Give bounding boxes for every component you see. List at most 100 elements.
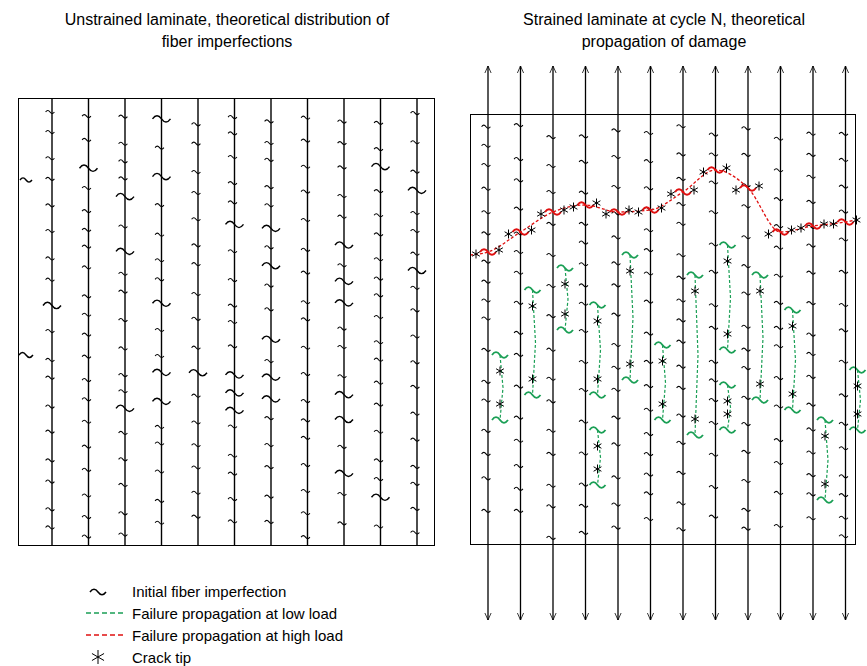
fiber-imperfection xyxy=(708,167,724,173)
fiber-imperfection xyxy=(228,454,237,457)
fiber-imperfection xyxy=(547,348,556,351)
fiber-imperfection xyxy=(411,286,420,289)
fiber xyxy=(51,98,52,546)
fiber-imperfection xyxy=(579,191,588,194)
fiber-imperfection xyxy=(579,135,588,138)
low-load-failure xyxy=(858,370,861,430)
fiber-imperfection xyxy=(374,315,383,318)
line-sample xyxy=(86,634,124,636)
fiber-imperfection xyxy=(46,204,55,207)
fiber-imperfection xyxy=(411,361,420,364)
crack-tip xyxy=(820,220,828,229)
fiber-imperfection xyxy=(807,244,816,247)
fiber-imperfection xyxy=(545,209,561,215)
fiber-imperfection xyxy=(228,116,237,119)
fiber-imperfection xyxy=(192,191,201,194)
low-load-failure xyxy=(598,430,601,485)
fiber-imperfection xyxy=(482,509,491,512)
fiber-imperfection xyxy=(155,328,164,331)
fiber-imperfection xyxy=(372,163,390,169)
crack-tip xyxy=(659,400,667,409)
fiber-imperfection xyxy=(228,155,237,158)
legend: Initial fiber imperfectionFailure propag… xyxy=(84,580,343,666)
fiber-imperfection xyxy=(482,163,491,166)
fiber-imperfection xyxy=(677,414,686,417)
low-load-failure xyxy=(663,345,666,420)
fiber-imperfection xyxy=(374,148,383,151)
crack-tip xyxy=(854,382,862,391)
fiber-imperfection xyxy=(265,417,274,420)
fiber-imperfection xyxy=(839,516,848,519)
fiber-imperfection xyxy=(839,158,848,161)
fiber-imperfection xyxy=(839,238,848,241)
fiber-imperfection xyxy=(372,494,390,500)
fiber-imperfection xyxy=(579,420,588,423)
fiber-imperfection xyxy=(301,218,310,221)
high-load-failure xyxy=(470,170,856,255)
fiber-imperfection xyxy=(644,300,653,303)
fiber-imperfection xyxy=(579,160,588,163)
fiber-imperfection xyxy=(644,131,653,134)
crack-tip xyxy=(788,226,796,235)
fiber-imperfection xyxy=(301,512,310,515)
fiber-imperfection xyxy=(265,495,274,498)
fiber-imperfection xyxy=(774,405,783,408)
fiber-imperfection xyxy=(374,478,383,481)
fiber-imperfection xyxy=(644,272,653,275)
crack-tip xyxy=(593,199,601,208)
fiber-imperfection xyxy=(742,348,751,351)
fiber-imperfection xyxy=(807,200,816,203)
fiber-imperfection xyxy=(720,382,736,388)
fiber-imperfection xyxy=(155,259,164,262)
fiber-imperfection xyxy=(153,369,171,375)
fiber-imperfection xyxy=(482,211,491,214)
fiber-imperfection xyxy=(335,470,353,476)
crack-tip xyxy=(691,287,699,296)
fiber-imperfection xyxy=(643,207,659,213)
fiber-imperfection xyxy=(82,295,91,298)
fiber-imperfection xyxy=(228,498,237,501)
load-arrow xyxy=(747,66,748,620)
fiber-imperfection xyxy=(155,204,164,207)
fiber-imperfection xyxy=(720,242,736,248)
fiber-imperfection xyxy=(119,177,128,180)
fiber-imperfection xyxy=(408,187,426,193)
fiber-imperfection xyxy=(262,336,280,342)
fiber-imperfection xyxy=(46,508,55,511)
fiber-imperfection xyxy=(119,290,128,293)
fiber-imperfection xyxy=(301,536,310,539)
fiber-imperfection xyxy=(807,474,816,477)
fiber-imperfection xyxy=(374,358,383,361)
fiber-imperfection xyxy=(644,160,653,163)
fiber-imperfection xyxy=(677,299,686,302)
fiber-imperfection xyxy=(482,429,491,432)
fiber-imperfection xyxy=(514,124,523,127)
fiber-imperfection xyxy=(228,250,237,253)
fiber-imperfection xyxy=(644,229,653,232)
low-load-failure xyxy=(500,355,503,420)
fiber-imperfection xyxy=(482,477,491,480)
fiber-imperfection xyxy=(578,202,594,208)
fiber-imperfection xyxy=(46,480,55,483)
fiber-imperfection xyxy=(774,274,783,277)
fiber xyxy=(270,98,271,546)
fiber-imperfection xyxy=(82,494,91,497)
fiber-imperfection xyxy=(655,342,671,348)
fiber-imperfection xyxy=(774,301,783,304)
load-arrow xyxy=(552,66,553,620)
fiber-imperfection xyxy=(116,405,134,411)
fiber-imperfection xyxy=(709,379,718,382)
fiber-imperfection xyxy=(301,190,310,193)
crack-tip xyxy=(821,432,829,441)
line-sample xyxy=(86,612,124,614)
fiber-imperfection xyxy=(622,377,638,383)
fiber-imperfection xyxy=(709,486,718,489)
fiber-imperfection xyxy=(119,431,128,434)
fiber-imperfection xyxy=(226,372,244,378)
fiber-imperfection xyxy=(590,392,606,398)
fiber-imperfection xyxy=(752,397,768,403)
legend-sample xyxy=(84,583,126,599)
fiber-imperfection xyxy=(612,388,621,391)
fiber-imperfection xyxy=(411,112,420,115)
fiber-imperfection xyxy=(785,307,801,313)
